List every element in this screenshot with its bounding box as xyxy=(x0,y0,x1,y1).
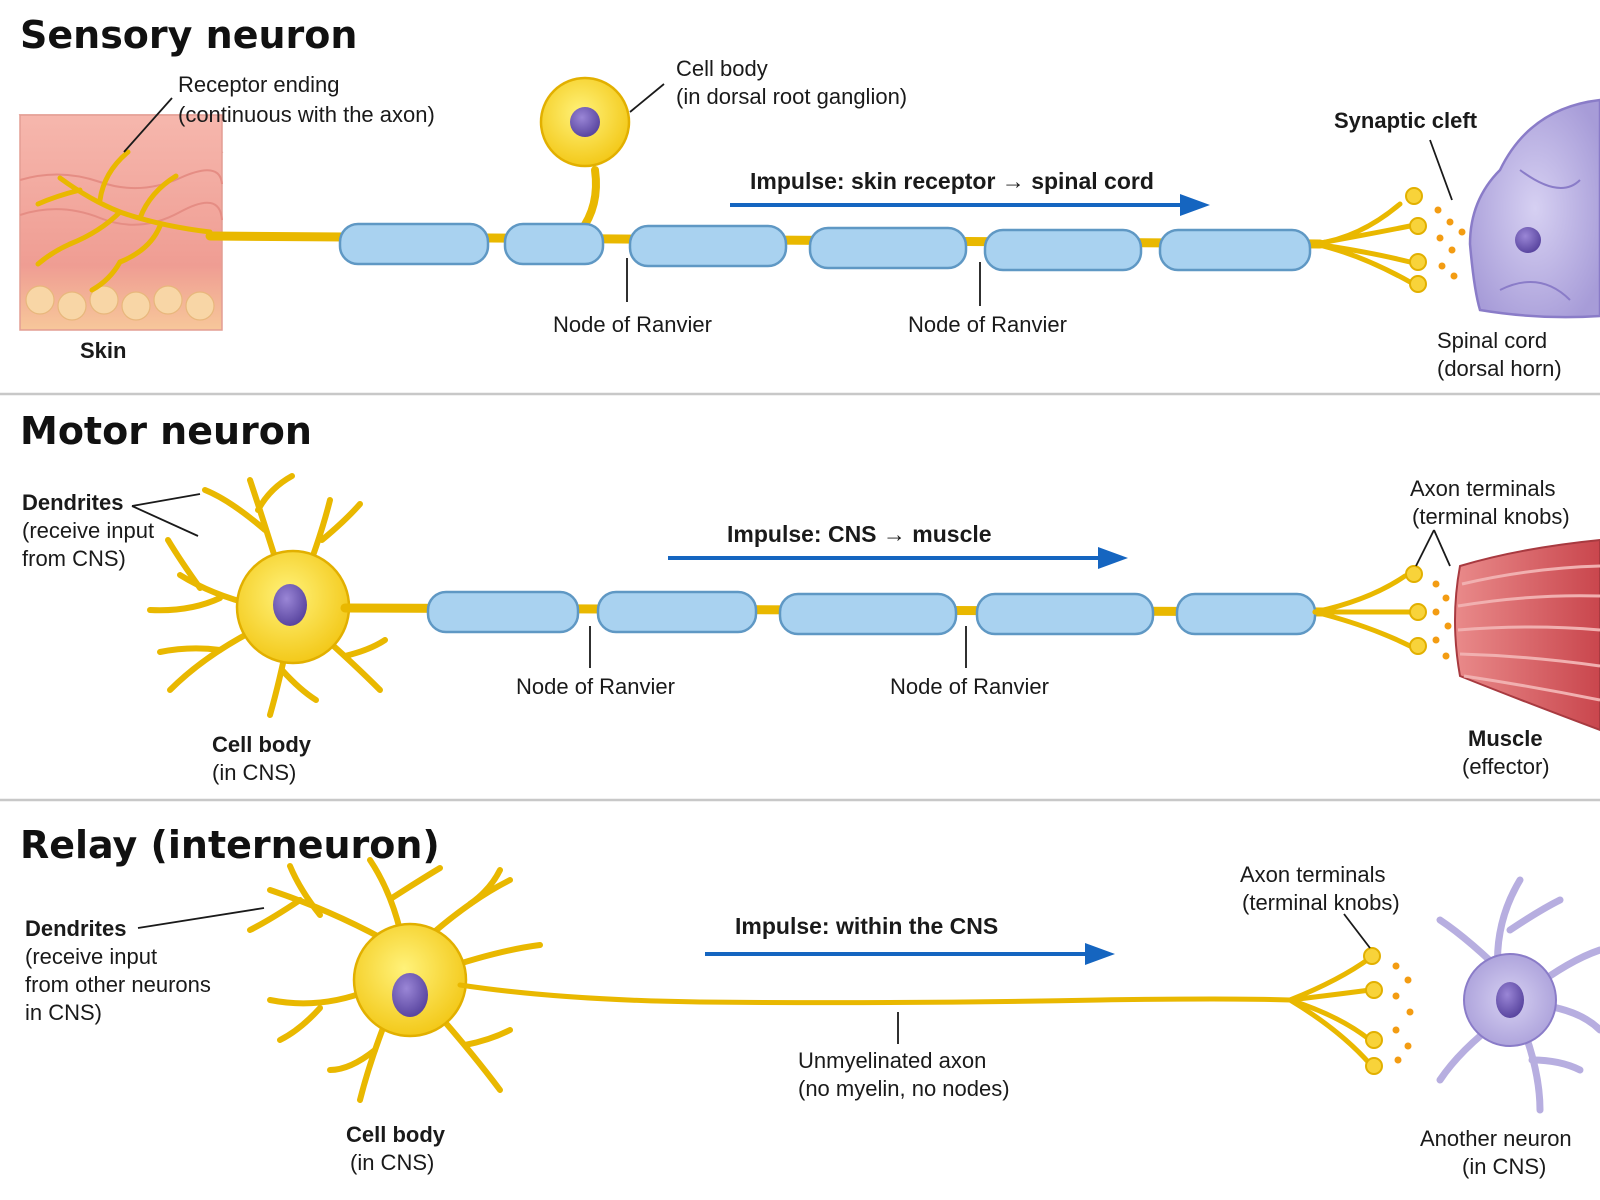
nucleus xyxy=(1496,982,1524,1018)
sensory-title: Sensory neuron xyxy=(20,13,357,57)
nucleus xyxy=(570,107,600,137)
synaptic-cleft-label: Synaptic cleft xyxy=(1334,108,1478,133)
impulse-arrowhead xyxy=(1098,547,1128,569)
receptor-sublabel: (continuous with the axon) xyxy=(178,102,435,127)
myelin-sheath xyxy=(628,224,788,268)
receptor-ending xyxy=(35,149,213,293)
sensory-section: Sensory neuron xyxy=(18,13,1600,381)
relay-section: Relay (interneuron) xyxy=(20,823,1600,1179)
motor-section: Motor neuron xyxy=(20,409,1600,785)
node-of-ranvier-label: Node of Ranvier xyxy=(890,674,1049,699)
spinal-cord-label: Spinal cord xyxy=(1437,328,1547,353)
nucleus xyxy=(392,973,428,1017)
terminal-knobs xyxy=(1363,947,1383,1075)
myelin-sheath xyxy=(1175,592,1317,636)
dendrites-sublabel: from other neurons xyxy=(25,972,211,997)
muscle-label: Muscle xyxy=(1468,726,1543,751)
neurotransmitters xyxy=(1434,206,1466,280)
unmyelinated-axon-label: Unmyelinated axon xyxy=(798,1048,986,1073)
nucleus xyxy=(273,584,307,626)
dendrites xyxy=(147,473,388,718)
nucleus xyxy=(1515,227,1541,253)
myelin-sheath xyxy=(503,222,605,266)
axon-terminals xyxy=(1287,955,1373,1067)
another-neuron-label: Another neuron xyxy=(1420,1126,1572,1151)
cellbody-sublabel: (in CNS) xyxy=(350,1150,434,1175)
impulse-label: Impulse: CNS → muscle xyxy=(727,521,992,547)
neurotransmitters xyxy=(1432,580,1452,660)
axon-terminals-sublabel: (terminal knobs) xyxy=(1242,890,1400,915)
cellbody-label: Cell body xyxy=(346,1122,446,1147)
dendrites-label: Dendrites xyxy=(25,916,126,941)
node-of-ranvier-label: Node of Ranvier xyxy=(553,312,712,337)
myelin-sheath xyxy=(983,228,1143,272)
axon-terminals-label: Axon terminals xyxy=(1410,476,1556,501)
dendrites-label: Dendrites xyxy=(22,490,123,515)
spinal-cord-sublabel: (dorsal horn) xyxy=(1437,356,1562,381)
myelin-sheath xyxy=(808,226,968,270)
axon-terminals-label: Axon terminals xyxy=(1240,862,1386,887)
myelin-sheath xyxy=(596,590,758,634)
cellbody-sublabel: (in dorsal root ganglion) xyxy=(676,84,907,109)
axon-terminals-sublabel: (terminal knobs) xyxy=(1412,504,1570,529)
impulse-label: Impulse: within the CNS xyxy=(735,913,998,939)
dendrites-sublabel: in CNS) xyxy=(25,1000,102,1025)
spinal-cord-target xyxy=(1468,98,1600,319)
unmyelinated-axon xyxy=(457,982,1293,1006)
terminal-knobs xyxy=(1405,187,1427,293)
axon-terminals xyxy=(1312,201,1413,285)
dendrites-sublabel: (receive input xyxy=(22,518,154,543)
skin-label: Skin xyxy=(80,338,126,363)
terminal-knobs xyxy=(1405,565,1427,655)
unmyelinated-axon-sublabel: (no myelin, no nodes) xyxy=(798,1076,1010,1101)
node-of-ranvier-label: Node of Ranvier xyxy=(908,312,1067,337)
cellbody-label: Cell body xyxy=(676,56,768,81)
myelin-sheath xyxy=(778,592,958,636)
myelin-sheath xyxy=(975,592,1155,636)
motor-title: Motor neuron xyxy=(20,409,312,453)
dendrites-sublabel: from CNS) xyxy=(22,546,126,571)
muscle-target xyxy=(1454,538,1600,732)
neurotransmitters xyxy=(1392,962,1414,1064)
relay-title: Relay (interneuron) xyxy=(20,823,440,867)
another-neuron-sublabel: (in CNS) xyxy=(1462,1154,1546,1179)
node-of-ranvier-label: Node of Ranvier xyxy=(516,674,675,699)
impulse-label: Impulse: skin receptor → spinal cord xyxy=(750,168,1154,194)
receptor-label: Receptor ending xyxy=(178,72,339,97)
cellbody-label: Cell body xyxy=(212,732,312,757)
dendrites-sublabel: (receive input xyxy=(25,944,157,969)
myelin-sheath xyxy=(1158,228,1312,272)
target-neuron xyxy=(1436,876,1600,1114)
cellbody-sublabel: (in CNS) xyxy=(212,760,296,785)
axon-terminals xyxy=(1312,573,1413,649)
myelin-sheath xyxy=(426,590,580,634)
skin-block xyxy=(18,114,224,331)
impulse-arrowhead xyxy=(1180,194,1210,216)
muscle-sublabel: (effector) xyxy=(1462,754,1550,779)
myelin-sheath xyxy=(338,222,490,266)
impulse-arrowhead xyxy=(1085,943,1115,965)
